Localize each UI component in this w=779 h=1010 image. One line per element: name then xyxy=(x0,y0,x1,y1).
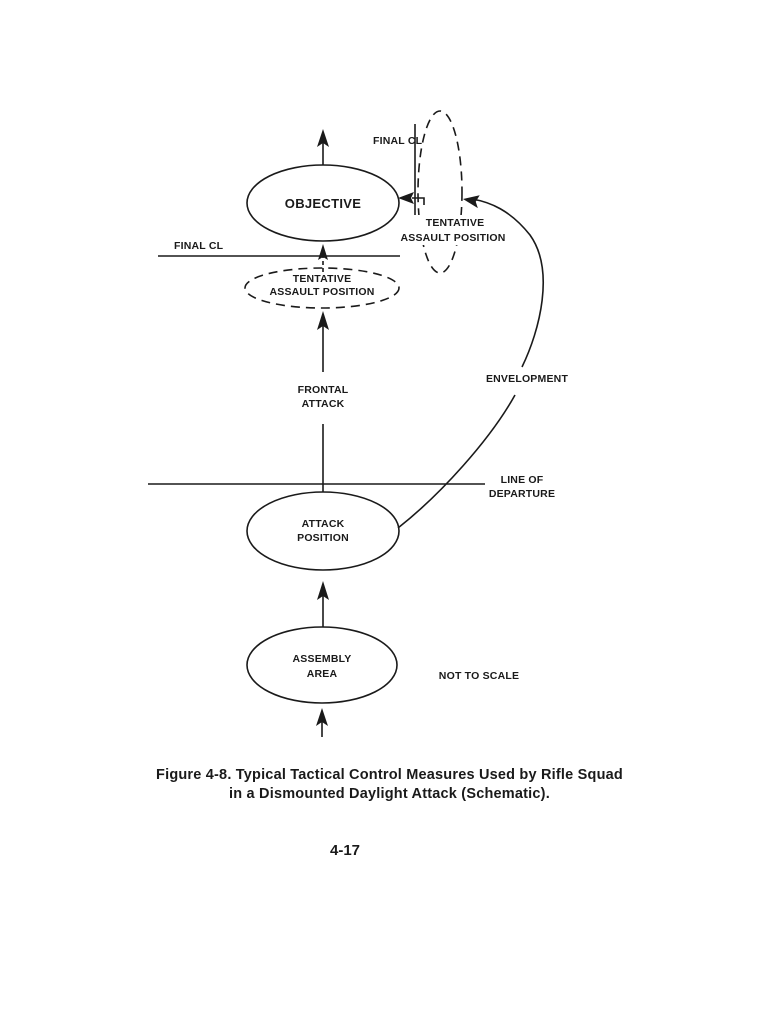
tentative-assault-frontal-label-2: ASSAULT POSITION xyxy=(269,286,374,298)
tentative-assault-position-frontal: TENTATIVE ASSAULT POSITION xyxy=(244,267,400,309)
tentative-assault-flank-ellipse xyxy=(417,110,463,274)
flank-assault-arrow xyxy=(412,197,425,205)
tentative-assault-position-flank: TENTATIVE ASSAULT POSITION xyxy=(400,110,510,274)
attack-position-ellipse xyxy=(246,491,400,571)
envelopment-arrowhead-icon xyxy=(463,195,480,209)
envelopment-line-lower xyxy=(397,394,516,529)
tentative-assault-frontal-label-1: TENTATIVE xyxy=(293,273,352,285)
figure-caption-line-2: in a Dismounted Daylight Attack (Schemat… xyxy=(229,786,550,802)
envelopment-route: ENVELOPMENT xyxy=(397,195,569,529)
envelopment-line-upper xyxy=(471,198,544,368)
figure-caption-line-1: Figure 4-8. Typical Tactical Control Mea… xyxy=(156,767,623,783)
frontal-attack-route: FRONTAL ATTACK xyxy=(298,311,349,492)
flank-label-mask xyxy=(400,215,510,245)
assembly-area-label-1: ASSEMBLY xyxy=(293,653,352,665)
frontal-attack-label-1: FRONTAL xyxy=(298,384,349,396)
envelopment-label: ENVELOPMENT xyxy=(486,373,569,385)
line-of-departure: LINE OF DEPARTURE xyxy=(148,474,555,500)
line-of-departure-label-1: LINE OF xyxy=(501,474,544,486)
flank-assault-arrowhead-icon xyxy=(398,192,414,204)
tentative-assault-flank-label-2: ASSAULT POSITION xyxy=(400,232,505,244)
incoming-arrowhead-icon xyxy=(316,708,328,726)
tentative-assault-frontal-ellipse xyxy=(244,267,400,309)
line-of-departure-label-2: DEPARTURE xyxy=(489,488,555,500)
frontal-attack-label-2: ATTACK xyxy=(302,398,345,410)
final-cl-vertical: FINAL CL xyxy=(373,124,423,228)
tentative-assault-flank-label-1: TENTATIVE xyxy=(426,217,485,229)
page-number: 4-17 xyxy=(329,842,361,859)
attack-position-label-1: ATTACK xyxy=(302,518,345,530)
frontal-attack-arrowhead-icon xyxy=(317,311,329,330)
objective-label: OBJECTIVE xyxy=(285,196,361,211)
assembly-area-node: ASSEMBLY AREA xyxy=(246,626,398,704)
objective-node: OBJECTIVE xyxy=(246,164,400,242)
final-cl-vertical-label: FINAL CL xyxy=(373,135,423,147)
final-cl-horizontal: FINAL CL xyxy=(158,240,400,257)
final-cl-horizontal-label: FINAL CL xyxy=(174,240,224,252)
attack-position-label-2: POSITION xyxy=(297,532,349,544)
not-to-scale-note: NOT TO SCALE xyxy=(439,670,519,682)
exploit-arrowhead-icon xyxy=(317,129,329,147)
assembly-to-attack-arrowhead-icon xyxy=(317,581,329,600)
assault-arrowhead-icon xyxy=(318,244,328,260)
assembly-area-label-2: AREA xyxy=(307,668,338,680)
attack-position-node: ATTACK POSITION xyxy=(246,491,400,571)
assembly-area-ellipse xyxy=(246,626,398,704)
